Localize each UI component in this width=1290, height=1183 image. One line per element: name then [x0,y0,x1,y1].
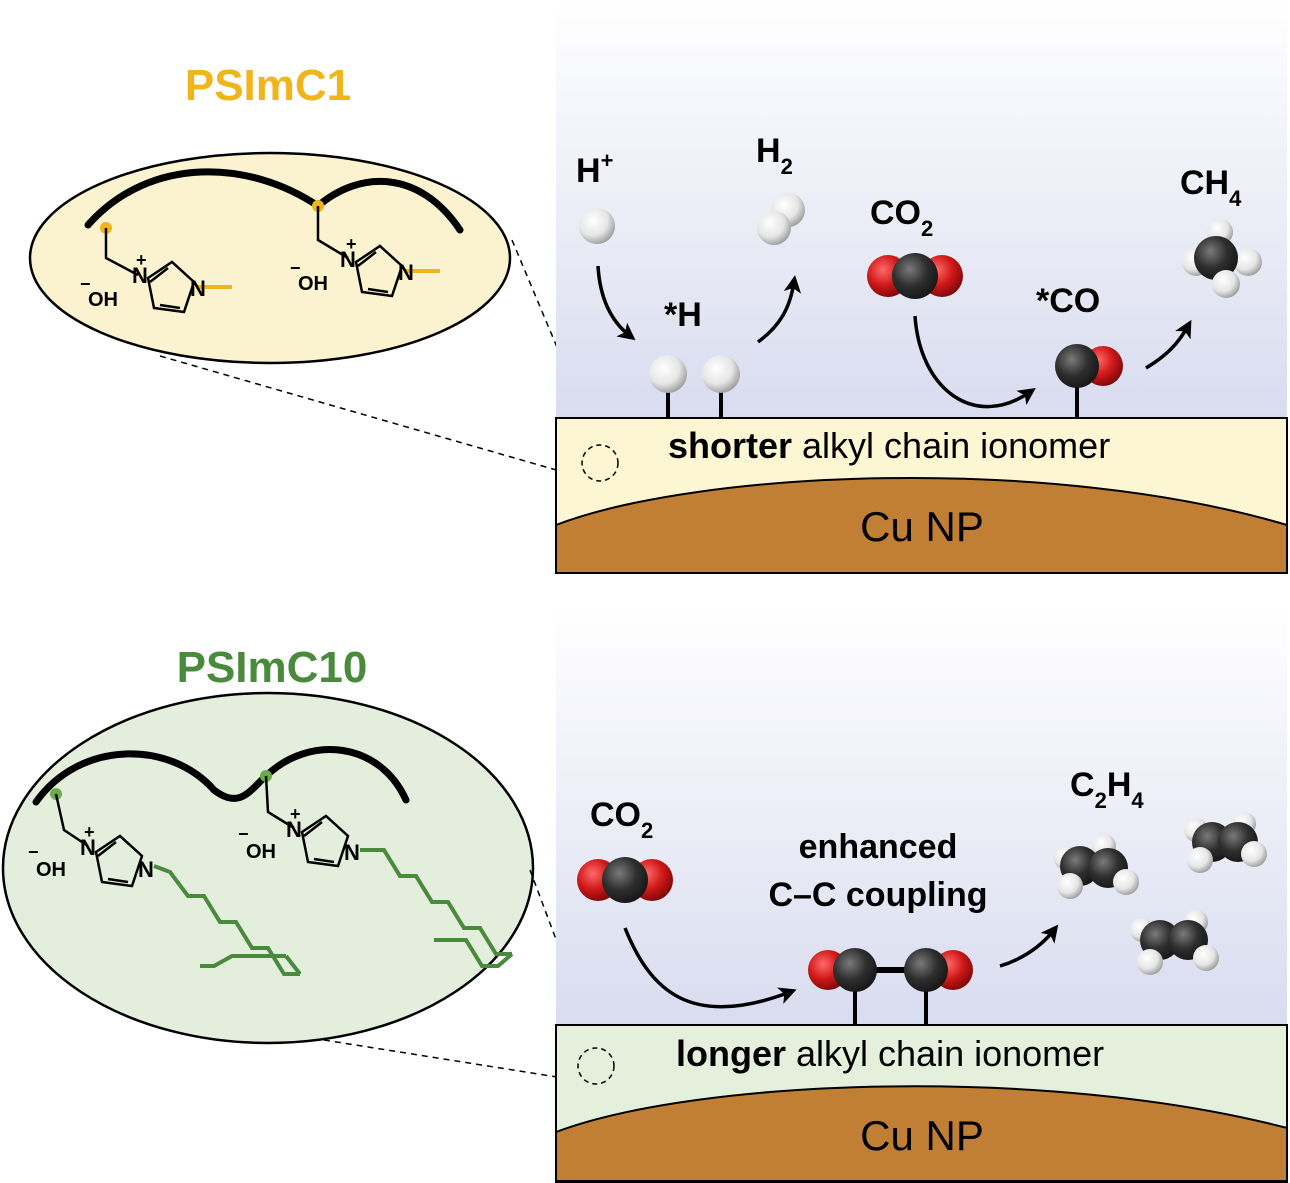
n-plus-label: N [286,817,302,842]
zoom-circle [577,1047,615,1085]
imidazolium-unit-2 [264,775,514,968]
n-plus-label: N [132,263,148,288]
n-label: N [190,276,206,301]
h2-label: H2 [756,132,793,179]
co2-label: CO2 [870,194,933,241]
imidazolium-unit-1 [54,793,302,976]
carbon-atom [892,253,938,299]
minus-charge: − [238,824,249,844]
cu-np-label: Cu NP [860,1112,984,1159]
adsorbed-co-label: *CO [1036,282,1100,320]
h-plus-label: H+ [576,148,613,190]
plus-charge: + [136,250,147,270]
co2-label: CO2 [590,796,653,843]
adsorbed-h-sphere [649,355,687,393]
hydroxide-label: OH [298,273,328,295]
ethylene-molecule [1184,812,1267,873]
arrow [1145,319,1192,370]
n-plus-label: N [80,835,96,860]
minus-charge: − [80,274,91,294]
ionomer-label: longer alkyl chain ionomer [676,1033,1104,1074]
cu-nanoparticle [555,476,1288,574]
carbon-atom [904,948,948,992]
zoom-line [323,1039,577,1081]
imidazolium-unit-1 [104,228,232,314]
arrow [999,924,1059,968]
minus-charge: − [28,842,39,862]
psimc10-title: PSImC10 [177,643,368,692]
ch4-label: CH4 [1180,164,1242,211]
n-plus-label: N [340,247,356,272]
minus-charge: − [290,258,301,278]
h2-atom [757,211,791,245]
methane-molecule [1182,219,1262,298]
polymer-backbone [32,746,410,806]
zoom-circle [581,444,619,482]
carbon-atom [602,857,648,903]
hydroxide-label: OH [246,841,276,863]
plus-charge: + [290,804,301,824]
imidazolium-unit-2 [316,206,440,298]
top-panel: PSImC1 N + N − OH N + N − OH [28,0,1288,574]
hydroxide-label: OH [36,859,66,881]
psimc10-zoom-ellipse [1,691,535,1045]
c2h4-label: C2H4 [1070,766,1144,813]
cu-nanoparticle [555,1085,1288,1182]
psimc1-zoom-ellipse [28,151,512,365]
polymer-backbone [84,168,464,234]
ethylene-molecule [1054,834,1139,899]
n-label: N [138,857,154,882]
n-label: N [398,260,414,285]
ethylene-molecule [1130,910,1219,975]
hydroxide-label: OH [88,289,118,311]
cc-coupling-label: C–C coupling [768,876,987,914]
plus-charge: + [346,234,357,254]
arrow [913,315,1036,409]
proton-sphere [579,208,615,244]
plus-charge: + [84,822,95,842]
adsorbed-h-label: *H [664,296,702,334]
adsorbed-h-sphere [702,355,740,393]
bottom-panel: PSImC10 N + N − OH N + N [1,605,1288,1183]
arrow [623,927,797,1009]
enhanced-label: enhanced [799,828,958,866]
carbon-atom [833,948,877,992]
n-label: N [344,840,360,865]
psimc1-title: PSImC1 [185,61,351,110]
arrow [756,275,802,344]
zoom-line [159,355,599,483]
carbon-atom [1055,344,1099,388]
cu-np-label: Cu NP [860,503,984,550]
ionomer-label: shorter alkyl chain ionomer [668,425,1110,466]
arrow [596,265,636,341]
